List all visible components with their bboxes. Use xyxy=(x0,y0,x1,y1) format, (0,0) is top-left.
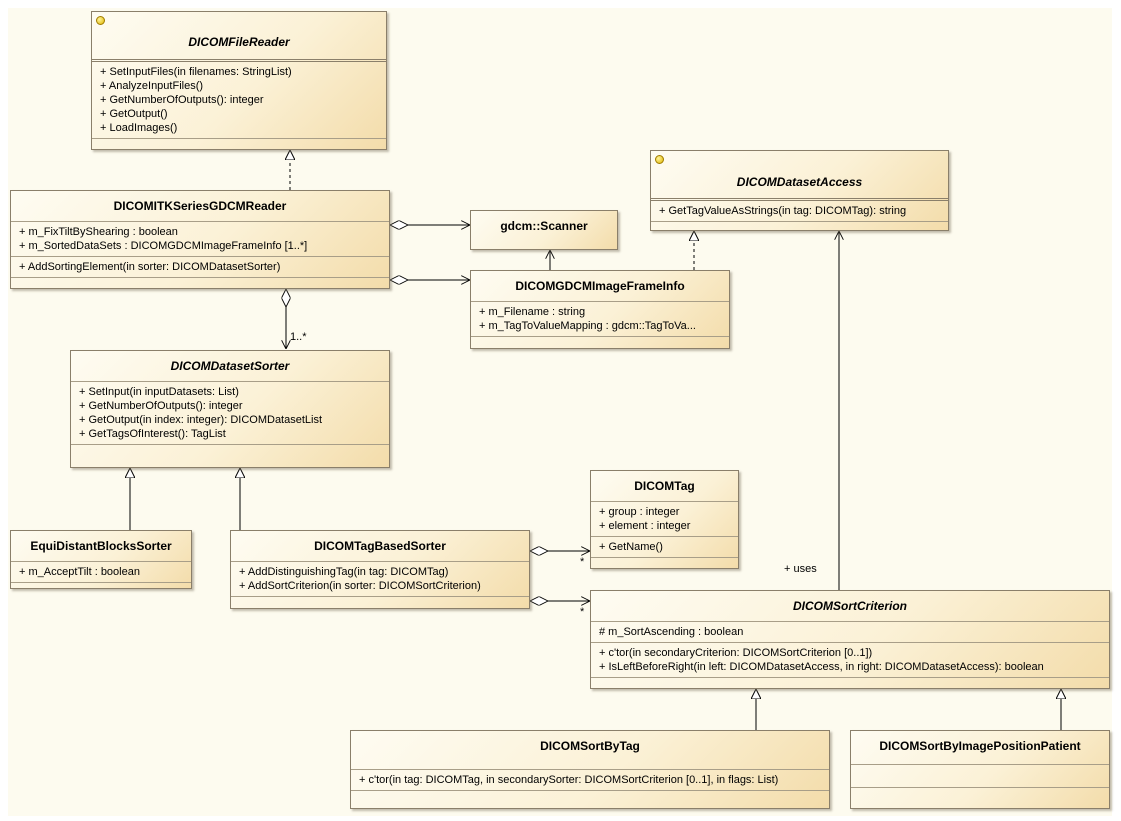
divider xyxy=(591,557,738,558)
divider xyxy=(351,790,829,791)
class-name: DICOMFileReader xyxy=(188,35,290,49)
attributes: + m_AcceptTilt : boolean xyxy=(11,562,191,582)
class-name: DICOMSortCriterion xyxy=(793,599,907,613)
class-name: DICOMSortByTag xyxy=(540,739,640,753)
attribute: + m_Filename : string xyxy=(479,306,586,318)
divider xyxy=(71,381,389,382)
class-name: DICOMTagBasedSorter xyxy=(314,539,446,553)
class-dicom-gdcm-image-frame-info[interactable]: DICOMGDCMImageFrameInfo + m_Filename : s… xyxy=(470,270,730,349)
class-equidistant-blocks-sorter[interactable]: EquiDistantBlocksSorter + m_AcceptTilt :… xyxy=(10,530,192,589)
divider xyxy=(351,769,829,770)
divider xyxy=(11,582,191,583)
class-dicom-file-reader[interactable]: DICOMFileReader + SetInputFiles(in filen… xyxy=(91,11,387,150)
divider xyxy=(231,561,529,562)
class-name: gdcm::Scanner xyxy=(500,219,588,233)
operation: + GetOutput() xyxy=(100,108,168,120)
attributes: + m_Filename : string + m_TagToValueMapp… xyxy=(471,302,729,336)
attribute: + m_SortedDataSets : DICOMGDCMImageFrame… xyxy=(19,240,308,252)
operations: + AddSortingElement(in sorter: DICOMData… xyxy=(11,257,389,277)
divider xyxy=(591,501,738,502)
divider xyxy=(651,221,948,222)
multiplicity-label: * xyxy=(580,606,585,618)
operation: + GetOutput(in index: integer): DICOMDat… xyxy=(79,414,323,426)
divider xyxy=(851,787,1109,788)
divider xyxy=(471,336,729,337)
divider xyxy=(231,596,529,597)
operation: + SetInputFiles(in filenames: StringList… xyxy=(100,66,292,78)
attributes: + group : integer + element : integer xyxy=(591,502,738,536)
divider xyxy=(591,536,738,537)
interface-icon xyxy=(96,16,105,25)
class-dicom-itk-series-gdcm-reader[interactable]: DICOMITKSeriesGDCMReader + m_FixTiltBySh… xyxy=(10,190,390,289)
class-name: DICOMTag xyxy=(634,479,695,493)
divider xyxy=(11,221,389,222)
attribute: + element : integer xyxy=(599,520,691,532)
divider xyxy=(11,561,191,562)
operation: + AddSortingElement(in sorter: DICOMData… xyxy=(19,261,281,273)
divider xyxy=(71,444,389,445)
class-dicom-tag[interactable]: DICOMTag + group : integer + element : i… xyxy=(590,470,739,569)
class-name: DICOMDatasetSorter xyxy=(170,359,290,373)
attribute: + m_TagToValueMapping : gdcm::TagToVa... xyxy=(479,320,696,332)
operation: + GetName() xyxy=(599,541,663,553)
operations: + c'tor(in secondaryCriterion: DICOMSort… xyxy=(591,643,1109,677)
class-dicom-dataset-access[interactable]: DICOMDatasetAccess + GetTagValueAsString… xyxy=(650,150,949,231)
operation: + c'tor(in secondaryCriterion: DICOMSort… xyxy=(599,647,873,659)
divider xyxy=(471,301,729,302)
class-dicom-tag-based-sorter[interactable]: DICOMTagBasedSorter + AddDistinguishingT… xyxy=(230,530,530,609)
operation: + GetTagsOfInterest(): TagList xyxy=(79,428,226,440)
operation: + GetTagValueAsStrings(in tag: DICOMTag)… xyxy=(659,205,907,217)
operations: + SetInputFiles(in filenames: StringList… xyxy=(92,62,386,138)
divider xyxy=(851,764,1109,765)
attributes: + m_FixTiltByShearing : boolean + m_Sort… xyxy=(11,222,389,256)
operation: + AnalyzeInputFiles() xyxy=(100,80,204,92)
operation: + AddDistinguishingTag(in tag: DICOMTag) xyxy=(239,566,449,578)
operation: + c'tor(in tag: DICOMTag, in secondarySo… xyxy=(359,774,779,786)
operation: + AddSortCriterion(in sorter: DICOMSortC… xyxy=(239,580,481,592)
divider xyxy=(591,677,1109,678)
operations: + AddDistinguishingTag(in tag: DICOMTag)… xyxy=(231,562,529,596)
attribute: + m_AcceptTilt : boolean xyxy=(19,566,140,578)
divider xyxy=(11,277,389,278)
operations: + GetTagValueAsStrings(in tag: DICOMTag)… xyxy=(651,201,948,221)
operation: + IsLeftBeforeRight(in left: DICOMDatase… xyxy=(599,661,1044,673)
operation: + GetNumberOfOutputs(): integer xyxy=(100,94,264,106)
divider xyxy=(591,621,1109,622)
class-dicom-sort-by-tag[interactable]: DICOMSortByTag + c'tor(in tag: DICOMTag,… xyxy=(350,730,830,809)
attributes: # m_SortAscending : boolean xyxy=(591,622,1109,642)
multiplicity-label: * xyxy=(580,556,585,568)
operations: + c'tor(in tag: DICOMTag, in secondarySo… xyxy=(351,770,829,790)
class-dicom-sort-criterion[interactable]: DICOMSortCriterion # m_SortAscending : b… xyxy=(590,590,1110,689)
attribute: + group : integer xyxy=(599,506,680,518)
operations: + SetInput(in inputDatasets: List) + Get… xyxy=(71,382,389,444)
class-gdcm-scanner[interactable]: gdcm::Scanner xyxy=(470,210,618,250)
class-name: EquiDistantBlocksSorter xyxy=(30,539,172,553)
operation: + GetNumberOfOutputs(): integer xyxy=(79,400,243,412)
multiplicity-label: 1..* xyxy=(290,331,307,343)
class-name: DICOMITKSeriesGDCMReader xyxy=(113,199,287,213)
class-name: DICOMDatasetAccess xyxy=(736,175,863,189)
divider xyxy=(11,256,389,257)
class-name: DICOMSortByImagePositionPatient xyxy=(879,739,1081,753)
operations: + GetName() xyxy=(591,537,738,557)
operation: + LoadImages() xyxy=(100,122,178,134)
class-dicom-sort-by-image-position-patient[interactable]: DICOMSortByImagePositionPatient xyxy=(850,730,1110,809)
attribute: + m_FixTiltByShearing : boolean xyxy=(19,226,178,238)
divider xyxy=(651,198,948,201)
divider xyxy=(92,138,386,139)
association-role-label: + uses xyxy=(784,563,817,575)
divider xyxy=(591,642,1109,643)
class-name: DICOMGDCMImageFrameInfo xyxy=(515,279,685,293)
operation: + SetInput(in inputDatasets: List) xyxy=(79,386,239,398)
interface-icon xyxy=(655,155,664,164)
class-dicom-dataset-sorter[interactable]: DICOMDatasetSorter + SetInput(in inputDa… xyxy=(70,350,390,468)
attribute: # m_SortAscending : boolean xyxy=(599,626,744,638)
divider xyxy=(92,59,386,62)
